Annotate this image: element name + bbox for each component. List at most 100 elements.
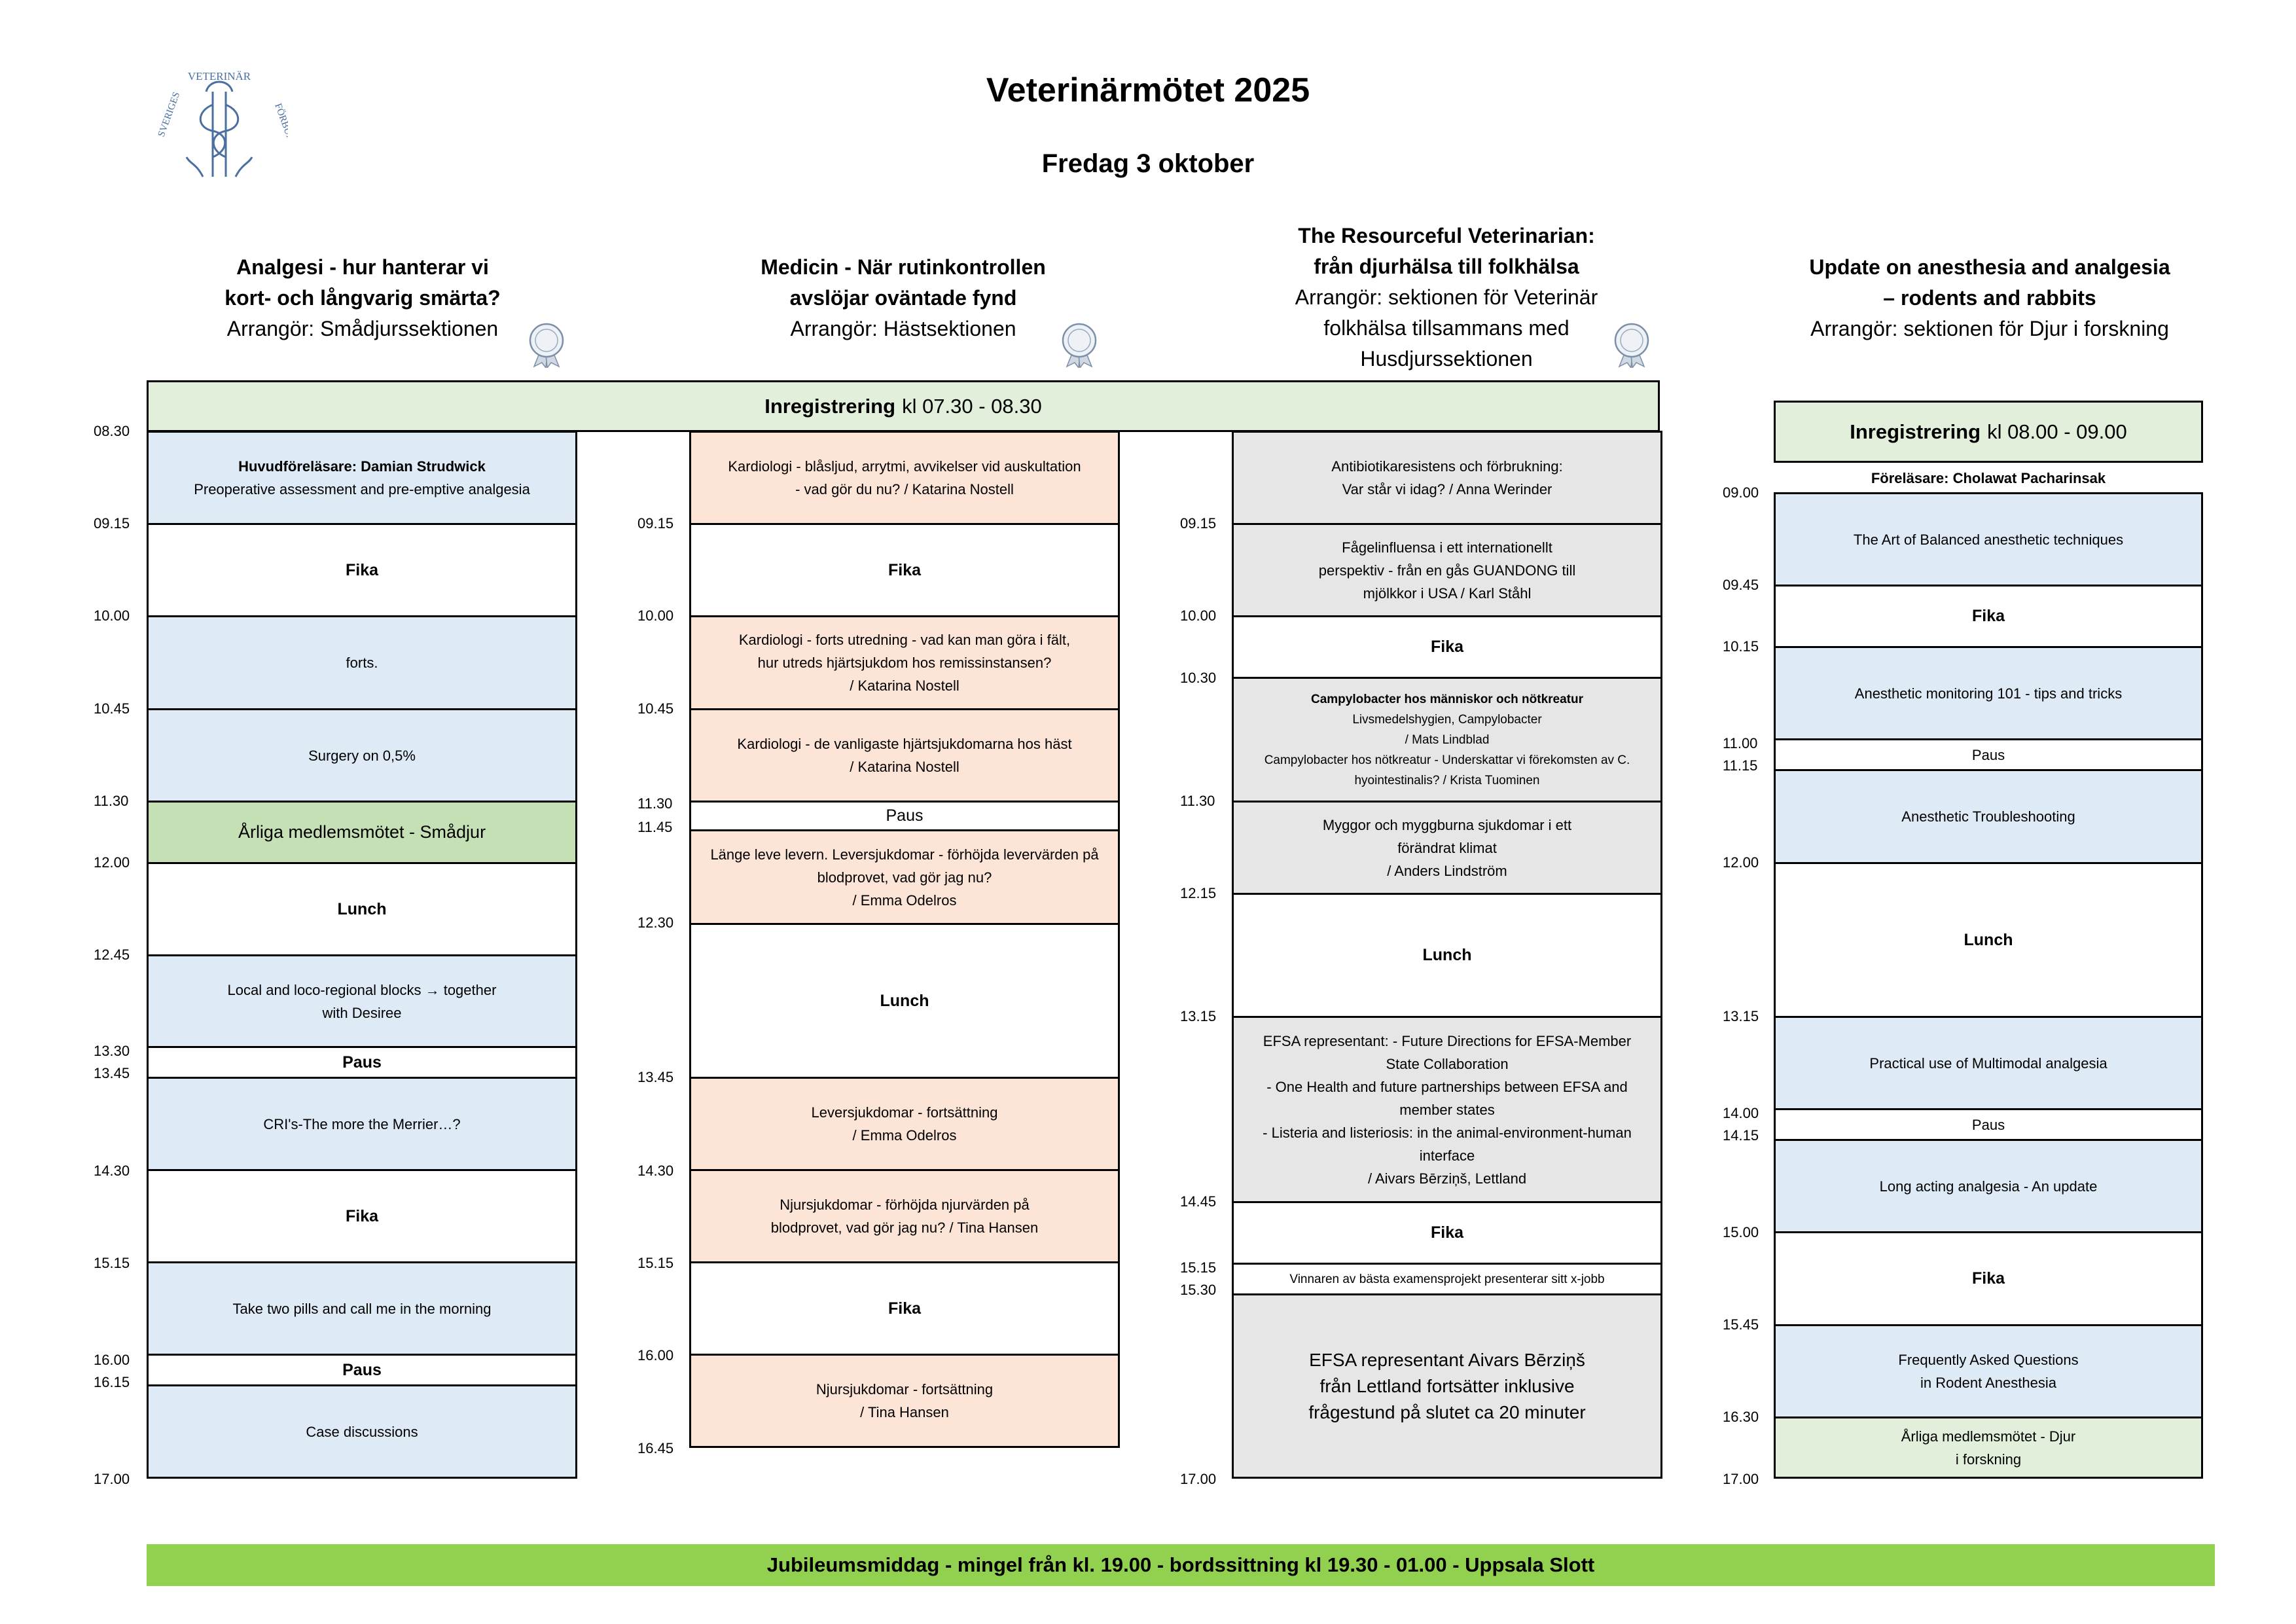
time-label: 12.45 bbox=[94, 947, 130, 963]
session-block: Huvudföreläsare: Damian Strudwick Preope… bbox=[147, 431, 577, 525]
session-block: Kardiologi - blåsljud, arrytmi, avvikels… bbox=[689, 431, 1120, 525]
break-block: Fika bbox=[689, 523, 1120, 617]
time-label: 16.45 bbox=[637, 1440, 674, 1456]
session-block: Kardiologi - de vanligaste hjärtsjukdoma… bbox=[689, 708, 1120, 803]
time-label: 12.15 bbox=[1180, 885, 1217, 901]
time-label: 15.00 bbox=[1723, 1224, 1759, 1240]
time-label: 15.45 bbox=[1723, 1316, 1759, 1333]
time-label: 08.30 bbox=[94, 423, 130, 439]
time-label: 14.15 bbox=[1723, 1127, 1759, 1144]
session-block: Case discussions bbox=[147, 1384, 577, 1479]
session-block: Surgery on 0,5% bbox=[147, 708, 577, 803]
time-label: 16.00 bbox=[94, 1352, 130, 1368]
time-label: 10.45 bbox=[94, 700, 130, 717]
member-meeting-block: Årliga medlemsmötet - Djur i forskning bbox=[1774, 1416, 2203, 1479]
member-meeting-block: Årliga medlemsmötet - Smådjur bbox=[147, 801, 577, 864]
time-label: 09.15 bbox=[1180, 515, 1217, 532]
time-label: 17.00 bbox=[1723, 1471, 1759, 1487]
time-label: 15.15 bbox=[94, 1255, 130, 1271]
time-label: 16.00 bbox=[637, 1347, 674, 1363]
time-label: 11.15 bbox=[1723, 757, 1758, 774]
session-block: Antibiotikaresistens och förbrukning: Va… bbox=[1232, 431, 1662, 525]
time-label: 17.00 bbox=[94, 1471, 130, 1487]
session-block: Long acting analgesia - An update bbox=[1774, 1139, 2203, 1233]
time-label: 12.30 bbox=[637, 914, 674, 931]
time-label: 14.45 bbox=[1180, 1193, 1217, 1210]
session-block: Leversjukdomar - fortsättning / Emma Ode… bbox=[689, 1077, 1120, 1171]
time-label: 14.30 bbox=[637, 1163, 674, 1179]
time-label: 15.15 bbox=[1180, 1259, 1217, 1276]
time-label: 10.00 bbox=[94, 607, 130, 624]
break-block: Fika bbox=[1232, 1201, 1662, 1265]
association-logo: VETERINÄR SVERIGES FÖRBUND bbox=[156, 70, 288, 177]
time-label: 13.15 bbox=[1723, 1008, 1759, 1024]
time-label: 10.45 bbox=[637, 700, 674, 717]
break-block: Paus bbox=[147, 1046, 577, 1079]
time-label: 13.15 bbox=[1180, 1008, 1217, 1024]
session-block: Njursjukdomar - fortsättning / Tina Hans… bbox=[689, 1354, 1120, 1448]
session-block: Kardiologi - forts utredning - vad kan m… bbox=[689, 615, 1120, 710]
break-block: Fika bbox=[1774, 585, 2203, 648]
break-block: Paus bbox=[1774, 738, 2203, 771]
session-block: Local and loco-regional blocks → togethe… bbox=[147, 954, 577, 1048]
time-label: 12.00 bbox=[94, 854, 130, 871]
break-block: Paus bbox=[147, 1354, 577, 1386]
col4-heading: Update on anesthesia and analgesia – rod… bbox=[1809, 255, 2170, 340]
time-label: 15.15 bbox=[637, 1255, 674, 1271]
session-block: Fågelinfluensa i ett internationellt per… bbox=[1232, 523, 1662, 617]
time-label: 11.30 bbox=[94, 793, 129, 809]
lunch-block: Lunch bbox=[689, 923, 1120, 1079]
session-block: EFSA representant Aivars Bērziņš från Le… bbox=[1232, 1293, 1662, 1479]
time-label: 09.45 bbox=[1723, 577, 1759, 593]
time-label: 13.30 bbox=[94, 1043, 130, 1059]
logo-text-top: VETERINÄR bbox=[188, 70, 251, 82]
session-block: Anesthetic monitoring 101 - tips and tri… bbox=[1774, 646, 2203, 740]
time-label: 13.45 bbox=[637, 1069, 674, 1085]
session-block: Campylobacter hos människor och nötkreat… bbox=[1232, 677, 1662, 803]
medal-icon bbox=[1614, 323, 1649, 368]
time-label: 16.30 bbox=[1723, 1409, 1759, 1425]
time-label: 09.00 bbox=[1723, 484, 1759, 501]
time-label: 11.30 bbox=[637, 795, 673, 812]
session-block: Njursjukdomar - förhöjda njurvärden på b… bbox=[689, 1169, 1120, 1263]
time-label: 09.15 bbox=[637, 515, 674, 532]
time-label: 11.00 bbox=[1723, 735, 1758, 751]
medal-icon bbox=[529, 323, 564, 368]
time-label: 14.00 bbox=[1723, 1105, 1759, 1121]
page-title: Veterinärmötet 2025 bbox=[986, 71, 1310, 109]
lunch-block: Lunch bbox=[1232, 893, 1662, 1018]
lunch-block: Lunch bbox=[1774, 862, 2203, 1018]
medal-icon bbox=[1062, 323, 1097, 368]
time-label: 17.00 bbox=[1180, 1471, 1217, 1487]
break-block: Fika bbox=[147, 1169, 577, 1263]
break-block: Fika bbox=[147, 523, 577, 617]
break-block: Paus bbox=[689, 801, 1120, 831]
time-label: 10.00 bbox=[637, 607, 674, 624]
session-block: Anesthetic Troubleshooting bbox=[1774, 769, 2203, 864]
time-label: 10.00 bbox=[1180, 607, 1217, 624]
session-block: Take two pills and call me in the mornin… bbox=[147, 1261, 577, 1356]
break-block: Fika bbox=[689, 1261, 1120, 1356]
time-label: 11.30 bbox=[1180, 793, 1215, 809]
time-label: 09.15 bbox=[94, 515, 130, 532]
time-label: 16.15 bbox=[94, 1374, 130, 1390]
session-block: The Art of Balanced anesthetic technique… bbox=[1774, 492, 2203, 586]
session-block: Practical use of Multimodal analgesia bbox=[1774, 1016, 2203, 1110]
break-block: Fika bbox=[1232, 615, 1662, 679]
session-block: CRI's-The more the Merrier…? bbox=[147, 1077, 577, 1171]
col1-heading: Analgesi - hur hanterar vi kort- och lån… bbox=[224, 255, 501, 340]
break-block: Paus bbox=[1774, 1108, 2203, 1141]
col3-heading: The Resourceful Veterinarian: från djurh… bbox=[1295, 224, 1598, 370]
time-label: 14.30 bbox=[94, 1163, 130, 1179]
time-label: 15.30 bbox=[1180, 1282, 1217, 1298]
time-label: 11.45 bbox=[637, 819, 673, 835]
lunch-block: Lunch bbox=[147, 862, 577, 956]
page-subtitle: Fredag 3 oktober bbox=[1041, 149, 1255, 178]
time-label: 10.30 bbox=[1180, 670, 1217, 686]
col4-lecturer: Föreläsare: Cholawat Pacharinsak bbox=[1871, 470, 2106, 486]
dinner-banner: Jubileumsmiddag - mingel från kl. 19.00 … bbox=[147, 1544, 2215, 1586]
col2-heading: Medicin - När rutinkontrollen avslöjar o… bbox=[761, 255, 1046, 340]
session-block: forts. bbox=[147, 615, 577, 710]
